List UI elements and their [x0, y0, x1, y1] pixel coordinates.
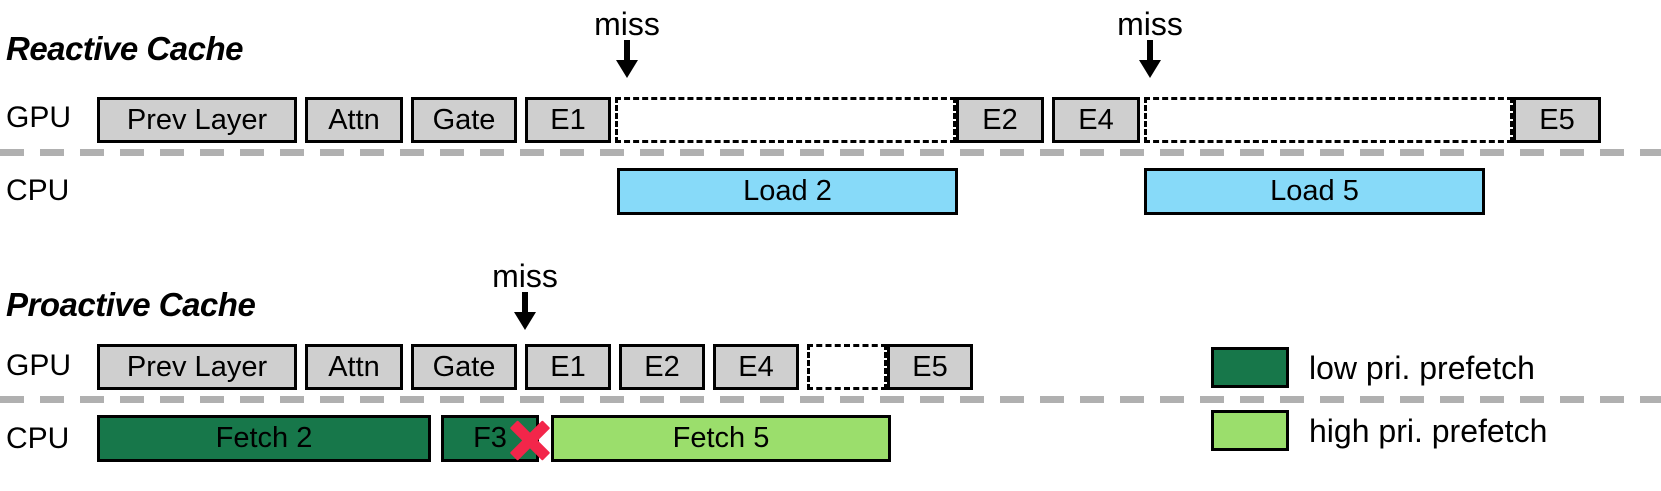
- row-label-gpu-reactive: GPU: [6, 101, 72, 134]
- gpu-cpu-separator-reactive: [0, 149, 1661, 156]
- gpu-block-e4[interactable]: E4: [1052, 97, 1140, 143]
- row-label-cpu-proactive: CPU: [6, 422, 70, 455]
- legend-item-high-pri: high pri. prefetch: [1211, 410, 1547, 451]
- gpu-block-e1-proactive[interactable]: E1: [525, 344, 611, 390]
- gpu-block-stall-1[interactable]: [615, 97, 956, 143]
- cancelled-prefetch-x-icon: [508, 418, 552, 462]
- cpu-block-fetch-5[interactable]: Fetch 5: [551, 415, 891, 462]
- miss-arrow-icon: [552, 40, 702, 78]
- miss-label: miss: [594, 6, 660, 42]
- cpu-block-fetch-2[interactable]: Fetch 2: [97, 415, 431, 462]
- gpu-block-e4-proactive[interactable]: E4: [713, 344, 799, 390]
- section-title-proactive: Proactive Cache: [6, 286, 256, 323]
- gpu-block-stall-2[interactable]: [1144, 97, 1513, 143]
- miss-arrow-icon: [450, 292, 600, 330]
- gpu-block-gate[interactable]: Gate: [411, 97, 517, 143]
- miss-label: miss: [1117, 6, 1183, 42]
- gpu-block-attn[interactable]: Attn: [305, 97, 403, 143]
- cpu-block-load-2[interactable]: Load 2: [617, 168, 958, 215]
- legend-label-high-pri: high pri. prefetch: [1309, 412, 1548, 449]
- miss-annotation-reactive-2: miss: [1075, 8, 1225, 78]
- legend-swatch-high-pri: [1211, 410, 1289, 451]
- gpu-block-gate-proactive[interactable]: Gate: [411, 344, 517, 390]
- gpu-block-e2-proactive[interactable]: E2: [619, 344, 705, 390]
- gpu-block-prev-layer[interactable]: Prev Layer: [97, 97, 297, 143]
- gpu-block-e5-proactive[interactable]: E5: [887, 344, 973, 390]
- gpu-block-e2[interactable]: E2: [956, 97, 1044, 143]
- gpu-block-e1[interactable]: E1: [525, 97, 611, 143]
- row-label-cpu-reactive: CPU: [6, 174, 70, 207]
- legend-swatch-low-pri: [1211, 347, 1289, 388]
- miss-arrow-icon: [1075, 40, 1225, 78]
- gpu-cpu-separator-proactive: [0, 396, 1661, 403]
- miss-label: miss: [492, 258, 558, 294]
- gpu-block-stall-proactive[interactable]: [807, 344, 887, 390]
- miss-annotation-reactive-1: miss: [552, 8, 702, 78]
- legend-item-low-pri: low pri. prefetch: [1211, 347, 1535, 388]
- legend-label-low-pri: low pri. prefetch: [1309, 349, 1535, 386]
- cpu-block-load-5[interactable]: Load 5: [1144, 168, 1485, 215]
- miss-annotation-proactive-1: miss: [450, 260, 600, 330]
- gpu-block-attn-proactive[interactable]: Attn: [305, 344, 403, 390]
- section-title-reactive: Reactive Cache: [6, 30, 243, 67]
- row-label-gpu-proactive: GPU: [6, 349, 72, 382]
- gpu-block-prev-layer-proactive[interactable]: Prev Layer: [97, 344, 297, 390]
- gpu-block-e5[interactable]: E5: [1513, 97, 1601, 143]
